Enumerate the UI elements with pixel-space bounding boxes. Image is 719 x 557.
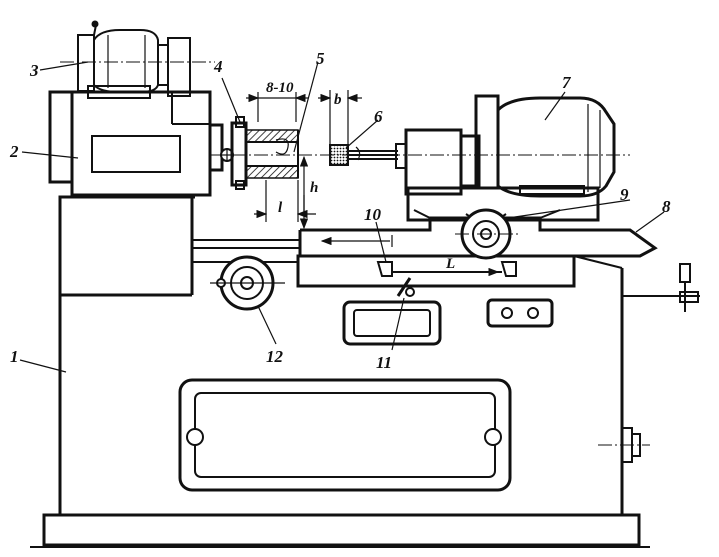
table-handle [622,263,700,312]
handwheel-9 [455,208,520,260]
dim-h-label: h [310,180,318,196]
workpiece [245,129,299,179]
machine-base [30,513,650,548]
label-12: 12 [266,347,284,366]
wheelhead [395,94,616,222]
label-7: 7 [562,73,572,92]
dim-L-label: L [445,256,455,272]
dim-range-label: 8-10 [266,80,294,96]
label-6: 6 [374,107,383,126]
label-10: 10 [364,205,382,224]
body-door-panel [178,378,512,492]
machine-body [58,195,624,515]
reversing-lever [396,277,415,297]
dim-l-label: l [278,200,283,216]
control-panel-left [342,300,442,346]
workhead-housing [48,90,234,197]
callout-labels: 3 2 1 4 5 6 7 8 9 10 11 12 [9,49,671,372]
workhead-motor [60,20,215,99]
label-3: 3 [29,61,39,80]
label-9: 9 [620,185,629,204]
control-panel-right [486,298,554,328]
handwheel-12 [210,255,285,311]
label-4: 4 [213,57,223,76]
chuck [230,116,248,190]
grinding-wheel [329,144,398,166]
label-8: 8 [662,197,671,216]
label-11: 11 [376,353,392,372]
label-2: 2 [9,142,19,161]
leader-lines [19,61,665,373]
label-1: 1 [10,347,19,366]
dim-b-label: b [334,92,342,108]
label-5: 5 [316,49,325,68]
side-knob [598,427,650,463]
dimension-labels: 8-10 b h l L [266,80,455,272]
dimension-lines [246,90,500,277]
